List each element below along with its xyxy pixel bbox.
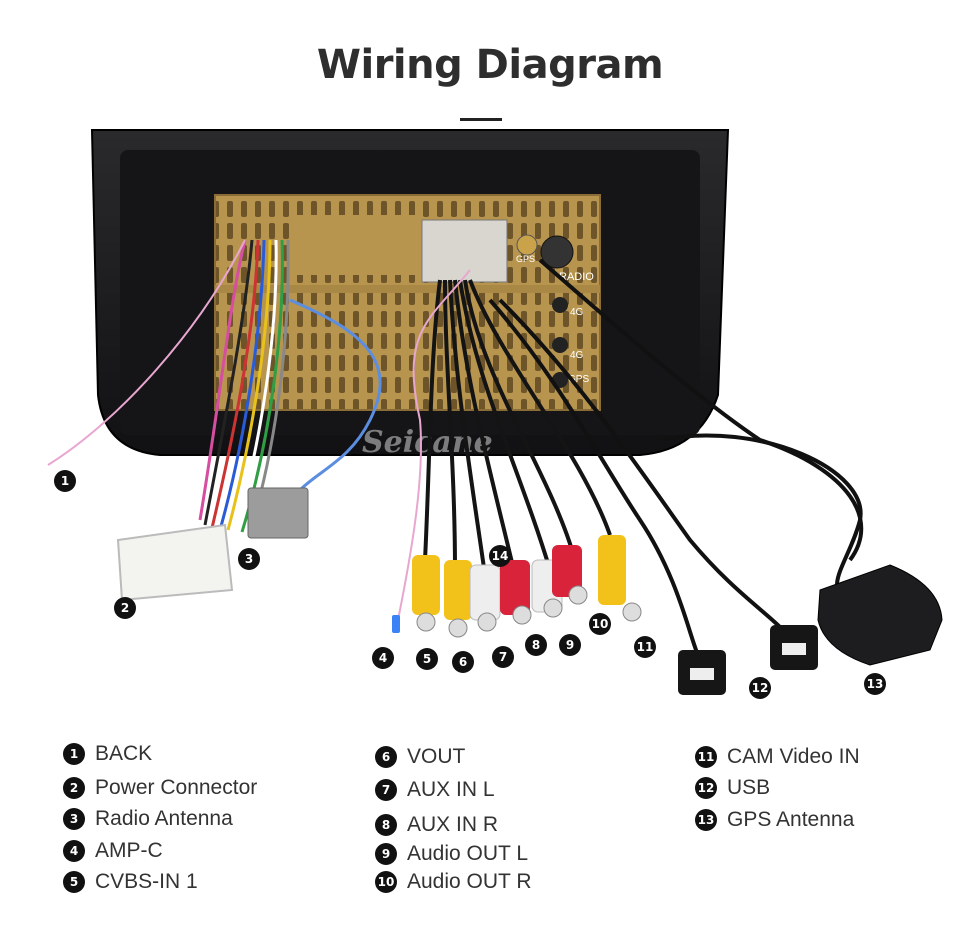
legend-item: 5 CVBS-IN 1 — [63, 870, 198, 894]
legend-label: AUX IN R — [407, 813, 499, 836]
rca-plugs — [392, 535, 642, 638]
callout-9: 9 — [559, 634, 581, 656]
callout-8: 8 — [525, 634, 547, 656]
legend-number: 1 — [63, 743, 85, 765]
radio-antenna-connector — [247, 487, 309, 539]
legend-number: 4 — [63, 840, 85, 862]
legend-label: AMP-C — [95, 839, 163, 862]
legend-number: 6 — [375, 746, 397, 768]
legend-label: CVBS-IN 1 — [95, 870, 198, 893]
legend-number: 5 — [63, 871, 85, 893]
legend-item: 9 Audio OUT L — [375, 842, 528, 866]
callout-14: 14 — [489, 545, 511, 567]
callout-10: 10 — [589, 613, 611, 635]
legend-label: Audio OUT L — [407, 842, 529, 865]
radio-port-label: RADIO — [559, 271, 594, 283]
legend-label: USB — [727, 776, 771, 799]
legend-label: BACK — [95, 742, 153, 765]
callout-12: 12 — [749, 677, 771, 699]
legend-number: 11 — [695, 746, 717, 768]
legend-item: 1 BACK — [63, 742, 152, 766]
callout-7: 7 — [492, 646, 514, 668]
callout-11: 11 — [634, 636, 656, 658]
legend-number: 9 — [375, 843, 397, 865]
power-connector — [116, 523, 234, 602]
callout-2: 2 — [114, 597, 136, 619]
legend-number: 13 — [695, 809, 717, 831]
legend-item: 11 CAM Video IN — [695, 745, 860, 769]
legend-label: AUX IN L — [407, 778, 495, 801]
legend-item: 4 AMP-C — [63, 839, 163, 863]
radio-port — [540, 235, 574, 269]
usb-and-gps-cables — [488, 258, 864, 661]
multi-connector-port — [421, 219, 508, 283]
legend-label: Radio Antenna — [95, 807, 233, 830]
legend-number: 2 — [63, 777, 85, 799]
legend-item: 7 AUX IN L — [375, 778, 495, 802]
callout-4: 4 — [372, 647, 394, 669]
legend-number: 3 — [63, 808, 85, 830]
legend-item: 8 AUX IN R — [375, 813, 498, 837]
gps-antenna — [817, 564, 943, 666]
page-title: Wiring Diagram — [316, 42, 664, 88]
legend-label: Audio OUT R — [407, 870, 532, 893]
legend-number: 12 — [695, 777, 717, 799]
port-gps-label: GPS — [568, 374, 589, 385]
rca-cables — [397, 269, 612, 621]
title-underline — [460, 118, 502, 121]
legend-label: Power Connector — [95, 776, 258, 799]
legend-item: 12 USB — [695, 776, 770, 800]
legend-item: 3 Radio Antenna — [63, 807, 233, 831]
callout-1: 1 — [54, 470, 76, 492]
gps-port — [516, 234, 538, 256]
legend-item: 10 Audio OUT R — [375, 870, 532, 894]
gps-port-label: GPS — [516, 254, 535, 264]
port-4g-a-label: 4G — [570, 307, 584, 318]
legend-number: 8 — [375, 814, 397, 836]
legend-label: GPS Antenna — [727, 808, 855, 831]
legend-number: 10 — [375, 871, 397, 893]
port-4g-b-label: 4G — [570, 350, 584, 361]
callout-13: 13 — [864, 673, 886, 695]
callout-3: 3 — [238, 548, 260, 570]
legend-item: 2 Power Connector — [63, 776, 257, 800]
legend-item: 13 GPS Antenna — [695, 808, 854, 832]
legend-item: 6 VOUT — [375, 745, 465, 769]
callout-5: 5 — [416, 648, 438, 670]
callout-6: 6 — [452, 651, 474, 673]
legend-label: VOUT — [407, 745, 466, 768]
legend-number: 7 — [375, 779, 397, 801]
legend-label: CAM Video IN — [727, 745, 860, 768]
